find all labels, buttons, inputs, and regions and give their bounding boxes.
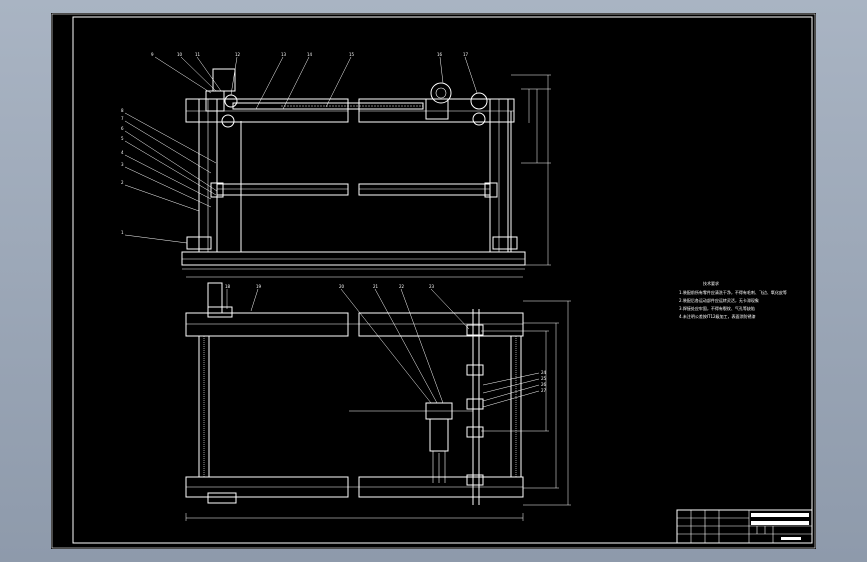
roller-3: [466, 398, 484, 410]
front-base: [181, 251, 526, 266]
top-view-beam-upper-left: [185, 312, 349, 337]
leader-line: [124, 154, 212, 200]
leader-line: [482, 378, 540, 394]
leader-line: [374, 288, 438, 404]
leader-line: [255, 56, 284, 110]
notes-title: 技术要求: [703, 280, 719, 286]
leader-line: [325, 56, 352, 108]
gear-box: [425, 98, 449, 120]
drawing-border: [72, 16, 813, 544]
balloon-number: 22: [399, 284, 405, 289]
right-pulley-bottom: [472, 112, 486, 126]
balloon-number: 27: [541, 388, 547, 393]
leader-line: [482, 384, 540, 402]
technical-notes: 技术要求 1.装配前所有零件应清洗干净，不得有毛刺、飞边、氧化皮等 2.装配后各…: [679, 280, 787, 319]
top-motor-mount: [207, 306, 233, 318]
idler-pulley: [221, 114, 235, 128]
leader-line: [124, 140, 217, 196]
balloon-number: 5: [121, 136, 124, 141]
balloon-number: 6: [121, 126, 124, 131]
leader-line: [282, 56, 310, 110]
roller-4: [466, 426, 484, 438]
sheet-edge: [51, 13, 816, 549]
leader-line: [154, 56, 212, 94]
leader-line: [124, 166, 212, 208]
leader-line: [430, 288, 470, 330]
balloon-number: 19: [256, 284, 262, 289]
balloon-number: 25: [541, 376, 547, 381]
roller-5: [466, 474, 484, 486]
drive-pulley: [224, 94, 238, 108]
balloon-number: 3: [121, 162, 124, 167]
carriage-body: [429, 418, 449, 452]
bottom-bearing: [207, 492, 237, 504]
balloon-number: 2: [121, 180, 124, 185]
middle-rail-right: [358, 183, 491, 196]
leader-line: [124, 130, 218, 192]
top-beam-left: [185, 98, 349, 123]
balloon-number: 11: [195, 52, 201, 57]
title-block-drawing-name: [751, 521, 809, 525]
title-block-school: [751, 513, 809, 517]
motor-housing: [212, 68, 236, 92]
note-line-1: 1.装配前所有零件应清洗干净，不得有毛刺、飞边、氧化皮等: [679, 289, 787, 295]
balloon-number: 9: [151, 52, 154, 57]
note-line-3: 3.焊接处应牢固，不得有裂纹、气孔等缺陷: [679, 305, 755, 311]
top-view-beam-upper-right: [358, 312, 524, 337]
top-motor: [207, 282, 223, 314]
leader-line: [124, 184, 200, 212]
leader-line: [400, 288, 444, 404]
leader-line: [250, 288, 259, 312]
leader-line: [196, 56, 222, 92]
roller-2: [466, 364, 484, 376]
right-slider: [484, 182, 498, 198]
balloon-number: 24: [541, 370, 547, 375]
front-view: 9 10 11 12 13 14 15 16 17 8 7 6 5 4 3 2 1: [121, 52, 551, 270]
middle-rail-left: [216, 183, 349, 196]
balloon-number: 4: [121, 150, 124, 155]
balloon-number: 23: [429, 284, 435, 289]
balloon-number: 16: [437, 52, 443, 57]
balloon-number: 14: [307, 52, 313, 57]
foot-right: [492, 236, 518, 250]
balloon-number: 10: [177, 52, 183, 57]
roller-1: [466, 324, 484, 336]
balloon-number: 15: [349, 52, 355, 57]
left-slider: [210, 182, 224, 198]
balloon-number: 7: [121, 116, 124, 121]
leader-line: [124, 112, 217, 164]
leader-line: [439, 56, 444, 84]
leader-line: [464, 56, 478, 94]
balloon-number: 20: [339, 284, 345, 289]
balloon-number: 17: [463, 52, 469, 57]
leader-line: [124, 234, 188, 244]
balloon-number: 13: [281, 52, 287, 57]
leader-line: [230, 56, 238, 96]
balloon-number: 12: [235, 52, 241, 57]
balloon-number: 26: [541, 382, 547, 387]
balloon-number: 8: [121, 108, 124, 113]
balloon-number: 1: [121, 230, 124, 235]
motor-block: [205, 90, 225, 112]
right-pulley-top: [470, 92, 488, 110]
note-line-2: 2.装配后各运动部件应运转灵活，无卡滞现象: [679, 297, 759, 303]
title-block: [676, 509, 813, 544]
title-block-drawing-no: [781, 537, 801, 540]
balloon-number: 18: [225, 284, 231, 289]
note-line-4: 4.未注明公差按IT12级加工，表面涂防锈漆: [679, 313, 756, 319]
balloon-number: 21: [373, 284, 379, 289]
leader-line: [180, 56, 217, 92]
leader-line: [482, 390, 540, 408]
leader-line: [124, 120, 212, 174]
gear-wheel: [430, 82, 452, 104]
leader-line: [340, 288, 432, 404]
leader-line: [482, 372, 540, 386]
